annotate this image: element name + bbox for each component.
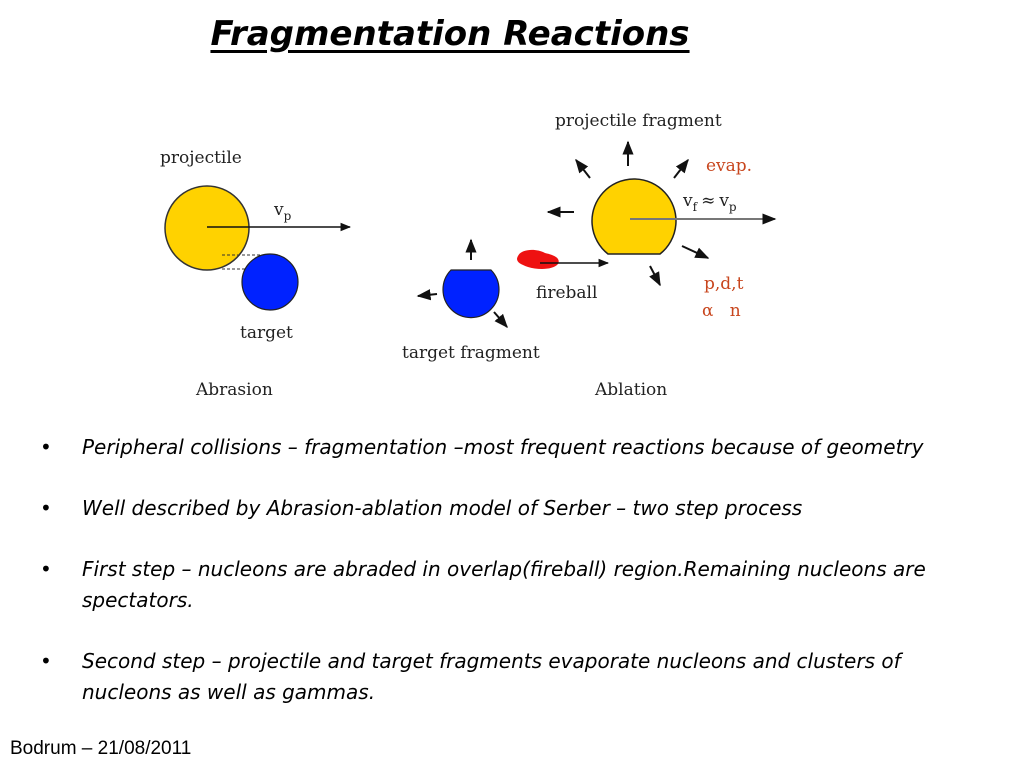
target-nucleus bbox=[241, 253, 299, 311]
fireball-label: fireball bbox=[536, 283, 597, 303]
evap-arrow-right-down bbox=[681, 245, 710, 259]
bullet-item: • Peripheral collisions – fragmentation … bbox=[40, 432, 990, 463]
vp-label: vp bbox=[273, 200, 292, 223]
bullet-list: • Peripheral collisions – fragmentation … bbox=[40, 432, 990, 738]
footer-text: Bodrum – 21/08/2011 bbox=[10, 738, 192, 759]
projectile-fragment-label: projectile fragment bbox=[555, 111, 722, 131]
vf-approx-vp-label: vf≈vp bbox=[682, 191, 737, 214]
abrasion-label: Abrasion bbox=[195, 380, 273, 400]
target-fragment-label: target fragment bbox=[402, 343, 540, 363]
ablation-label: Ablation bbox=[594, 380, 667, 400]
projectile-fragment-nucleus bbox=[591, 178, 677, 255]
bullet-marker: • bbox=[40, 649, 52, 673]
bullet-item: • Second step – projectile and target fr… bbox=[40, 646, 990, 708]
slide-title: Fragmentation Reactions bbox=[210, 14, 690, 54]
evap-arrow-down-right bbox=[649, 265, 661, 287]
alpha-n-label: α n bbox=[702, 301, 741, 321]
bullet-item: • Well described by Abrasion-ablation mo… bbox=[40, 493, 990, 524]
pdt-label: p,d,t bbox=[704, 274, 744, 294]
bullet-marker: • bbox=[40, 496, 52, 520]
fireball-blob bbox=[517, 249, 559, 269]
target-fragment-nucleus bbox=[442, 269, 500, 319]
target-label: target bbox=[240, 323, 293, 343]
projectile-nucleus bbox=[164, 185, 250, 271]
fragmentation-diagram: projectile vp target Abrasion target fra… bbox=[160, 111, 777, 400]
bullet-text: First step – nucleons are abraded in ove… bbox=[82, 557, 926, 612]
evap-arrow-up-left bbox=[575, 158, 591, 179]
bullet-text: Second step – projectile and target frag… bbox=[82, 649, 901, 704]
bullet-item: • First step – nucleons are abraded in o… bbox=[40, 554, 990, 616]
bullet-text: Peripheral collisions – fragmentation –m… bbox=[82, 435, 924, 459]
target-fragment-arrow-down-right bbox=[493, 311, 508, 329]
evap-label: evap. bbox=[706, 156, 752, 176]
bullet-marker: • bbox=[40, 435, 52, 459]
target-fragment-arrow-left bbox=[416, 289, 438, 301]
bullet-text: Well described by Abrasion-ablation mode… bbox=[82, 496, 803, 520]
bullet-marker: • bbox=[40, 557, 52, 581]
evap-arrow-up-right bbox=[673, 158, 689, 179]
projectile-label: projectile bbox=[160, 148, 242, 168]
